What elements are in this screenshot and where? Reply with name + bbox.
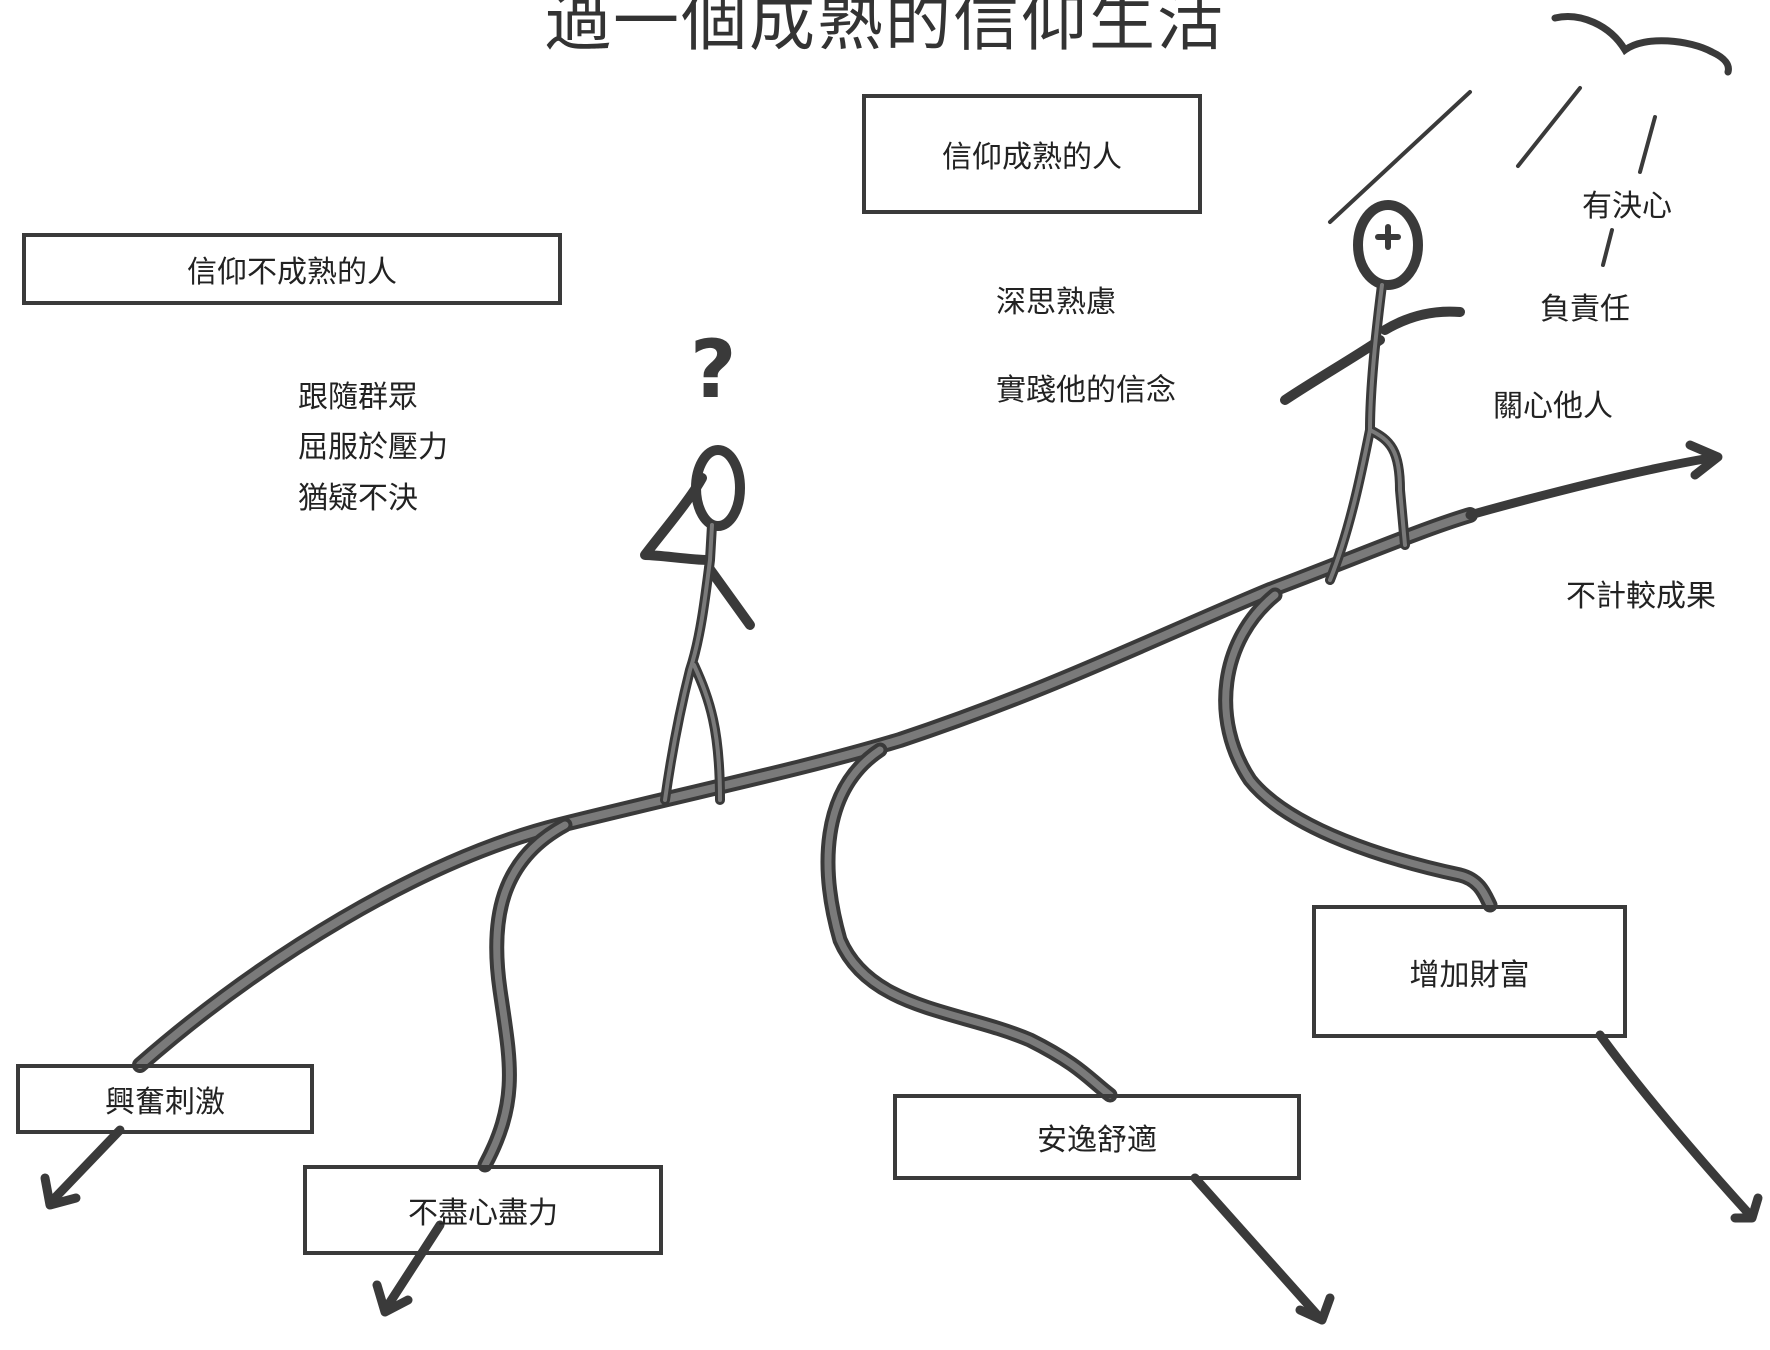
outcome-note: 不計較成果 <box>1566 579 1716 614</box>
trait-responsible: 負責任 <box>1540 292 1630 327</box>
half-hearted-box: 不盡心盡力 <box>303 1165 663 1255</box>
wealth-box: 增加財富 <box>1312 905 1627 1038</box>
mature-person-box: 信仰成熟的人 <box>862 94 1202 214</box>
excitement-box: 興奮刺激 <box>16 1064 314 1134</box>
main-road <box>132 440 1723 1073</box>
comfort-box: 安逸舒適 <box>893 1094 1301 1180</box>
arrow-excitement <box>45 1125 125 1208</box>
trait-follow-crowd: 跟隨群眾 <box>298 380 418 415</box>
trait-determined: 有決心 <box>1582 189 1672 224</box>
page-title: 過一個成熟的信仰生活 <box>545 0 1225 60</box>
question-mark-icon: ? <box>690 323 737 416</box>
walking-figure-fill <box>1328 283 1407 582</box>
arrow-wealth-head <box>1730 1193 1763 1223</box>
thinking-figure <box>640 445 755 805</box>
arrow-comfort-head <box>1295 1293 1335 1325</box>
face-cross-icon <box>1375 224 1401 250</box>
immature-person-box: 信仰不成熟的人 <box>22 233 562 305</box>
light-rays <box>1328 86 1657 267</box>
arrow-wealth <box>1595 1030 1755 1220</box>
outcome-arrows <box>40 1030 1763 1325</box>
branch-half-hearted <box>477 817 573 1173</box>
thinking-figure-fill <box>663 523 722 802</box>
trait-yield-pressure: 屈服於壓力 <box>298 430 448 465</box>
arrow-half-hearted <box>380 1220 445 1315</box>
trait-thoughtful: 深思熟慮 <box>996 285 1116 320</box>
trait-care-others: 關心他人 <box>1493 389 1613 424</box>
branch-comfort <box>820 742 1118 1103</box>
trait-indecisive: 猶疑不決 <box>298 481 418 516</box>
arrow-excitement-head <box>40 1173 81 1210</box>
arrow-half-hearted-head <box>372 1280 413 1317</box>
trait-practice-belief: 實踐他的信念 <box>996 373 1176 408</box>
cloud-icon <box>1551 13 1732 76</box>
arrow-comfort <box>1190 1173 1325 1323</box>
branch-wealth <box>1218 587 1498 913</box>
